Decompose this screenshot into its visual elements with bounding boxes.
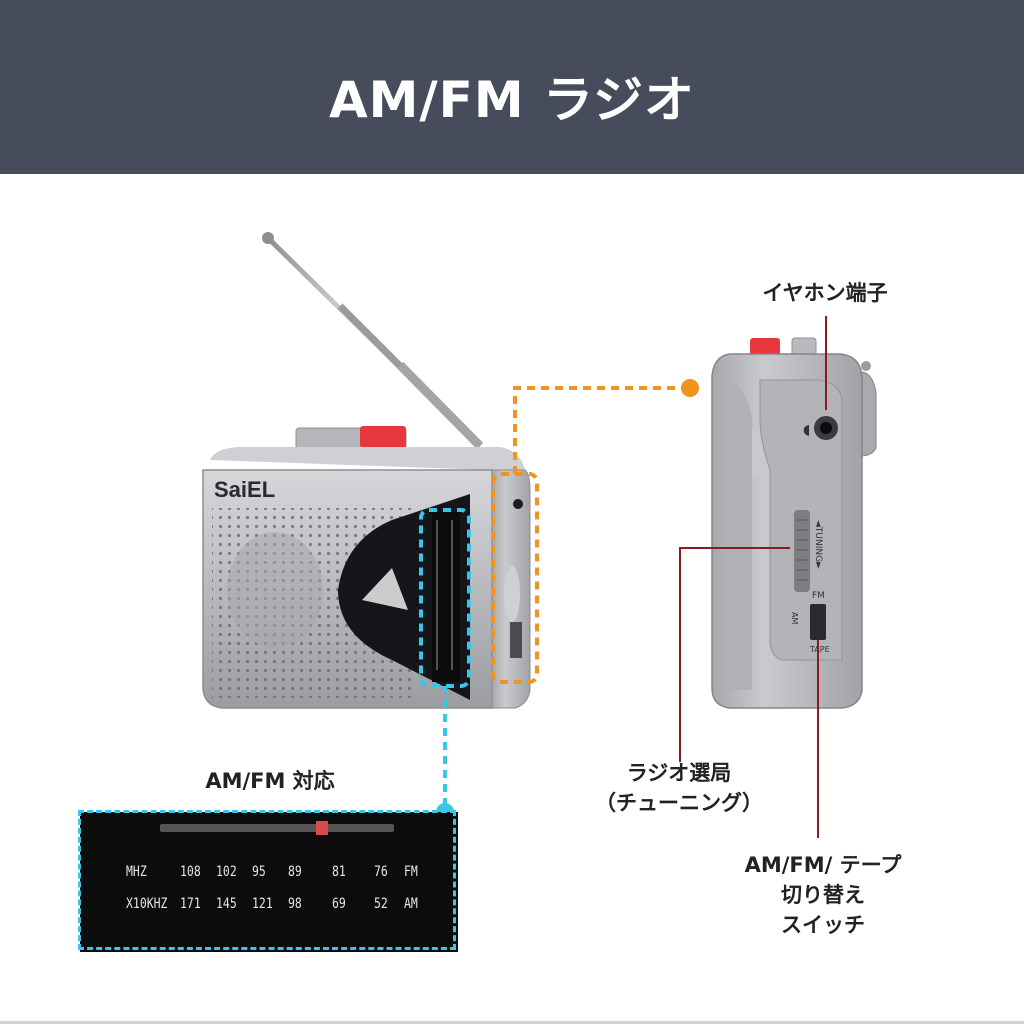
am-value: 171 bbox=[180, 896, 201, 912]
earphone-jack-label: イヤホン端子 bbox=[762, 281, 888, 305]
front-view-device: SaiEL bbox=[202, 232, 531, 709]
am-value: 145 bbox=[216, 896, 237, 912]
side-view-device: ◖ ◄TUNING► FM AM TAPE bbox=[711, 337, 877, 709]
switch-am-mark: AM bbox=[790, 612, 799, 624]
fm-band: FM bbox=[404, 864, 418, 880]
am-band: AM bbox=[404, 896, 418, 912]
switch-label-line3: スイッチ bbox=[781, 913, 865, 937]
am-scale-row: X10KHZ 171 145 121 98 69 52 AM bbox=[80, 896, 458, 916]
am-value: 98 bbox=[288, 896, 302, 912]
switch-label-line1: AM/FM/ テープ bbox=[744, 853, 902, 877]
red-record-key bbox=[360, 426, 406, 448]
switch-label-line2: 切り替え bbox=[781, 883, 865, 907]
dial-closeup-panel: MHZ 108 102 95 89 81 76 FM X10KHZ 171 14… bbox=[80, 812, 458, 952]
fm-value: 76 bbox=[374, 864, 388, 880]
page-title: AM/FM ラジオ bbox=[328, 71, 696, 129]
page-header: AM/FM ラジオ bbox=[0, 0, 1024, 174]
am-value: 69 bbox=[332, 896, 346, 912]
fm-unit: MHZ bbox=[126, 864, 147, 880]
am-unit: X10KHZ bbox=[126, 896, 168, 912]
fm-value: 89 bbox=[288, 864, 302, 880]
fm-scale-row: MHZ 108 102 95 89 81 76 FM bbox=[80, 864, 458, 884]
tuning-label-line2: （チューニング） bbox=[595, 791, 763, 815]
dial-scale-track bbox=[160, 824, 394, 832]
brand-logo: SaiEL bbox=[214, 477, 275, 502]
orange-connector-dot bbox=[681, 379, 699, 397]
am-value: 121 bbox=[252, 896, 273, 912]
dial-pointer bbox=[316, 821, 328, 835]
fm-value: 95 bbox=[252, 864, 266, 880]
dial-caption: AM/FM 対応 bbox=[205, 769, 335, 793]
tuning-leader bbox=[679, 547, 790, 762]
fm-value: 108 bbox=[180, 864, 201, 880]
switch-fm-mark: FM bbox=[812, 591, 825, 601]
am-value: 52 bbox=[374, 896, 388, 912]
tuning-label: ◄TUNING► bbox=[813, 520, 823, 569]
side-red-key bbox=[750, 338, 780, 358]
fm-value: 81 bbox=[332, 864, 346, 880]
bottom-divider bbox=[0, 1021, 1024, 1024]
switch-tape-mark: TAPE bbox=[809, 645, 830, 654]
svg-text:◖: ◖ bbox=[803, 422, 810, 438]
tuning-label-line1: ラジオ選局 bbox=[626, 761, 732, 785]
front-dial-highlight bbox=[419, 508, 471, 688]
mode-switch bbox=[810, 604, 826, 640]
antenna-tip bbox=[262, 232, 274, 244]
fm-value: 102 bbox=[216, 864, 237, 880]
